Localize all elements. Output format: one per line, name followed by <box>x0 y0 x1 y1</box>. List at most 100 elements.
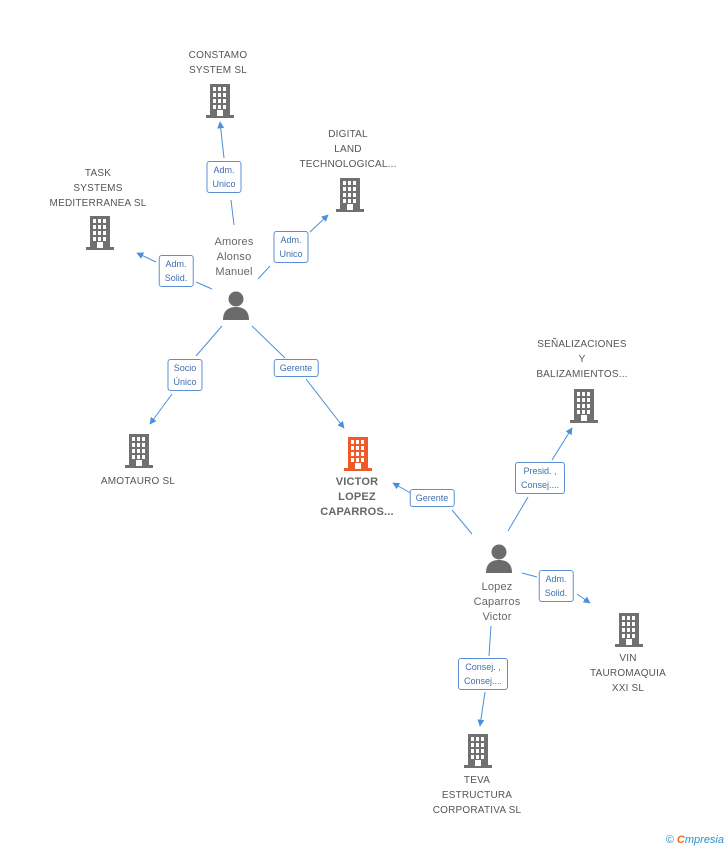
relation-label[interactable]: Presid. , Consej.... <box>514 462 566 494</box>
label-line: TAUROMAQUIA <box>590 668 666 679</box>
company-label-amotauro[interactable]: AMOTAURO SL <box>101 474 175 489</box>
edge-lopez-vin <box>521 572 538 578</box>
person-shape <box>486 544 512 573</box>
label-line: Manuel <box>215 266 253 278</box>
edge-amores-digital-arrow <box>309 214 329 233</box>
relation-line: Adm. <box>545 574 567 584</box>
label-line: ESTRUCTURA <box>441 790 513 801</box>
building-shape <box>206 84 234 118</box>
edge-amores-digital <box>257 265 271 280</box>
label-line: LAND <box>334 144 362 155</box>
label-line: Victor <box>482 611 512 623</box>
label-line: SEÑALIZACIONES <box>537 339 627 350</box>
building-icon[interactable] <box>206 84 234 123</box>
relation-line: Consej.... <box>463 676 503 686</box>
relation-line: Unico <box>212 179 236 189</box>
relation-line: Gerente <box>279 363 313 373</box>
person-icon[interactable] <box>222 291 250 326</box>
company-label-constamo[interactable]: CONSTAMO SYSTEM SL <box>189 48 248 78</box>
label-line: Amores <box>214 236 254 248</box>
label-line: AMOTAURO SL <box>100 476 176 487</box>
person-label-lopez[interactable]: Lopez Caparros Victor <box>474 580 521 625</box>
relation-line: Consej. , <box>465 662 501 672</box>
label-line: BALIZAMIENTOS... <box>536 369 628 380</box>
relation-line: Adm. <box>280 235 302 245</box>
building-icon[interactable] <box>615 613 643 652</box>
label-line: XXI SL <box>611 683 645 694</box>
building-shape <box>336 178 364 212</box>
label-line: DIGITAL <box>328 129 368 140</box>
edge-amores-constamo-arrow <box>217 121 225 159</box>
relation-line: Socio <box>173 363 197 373</box>
edge-lopez-vin-arrow <box>576 593 591 604</box>
person-shape <box>223 291 249 320</box>
edge-amores-task-arrow <box>136 252 157 263</box>
company-label-victor-lopez[interactable]: VICTOR LOPEZ CAPARROS... <box>320 475 394 520</box>
relation-label[interactable]: Adm. Solid. <box>538 570 574 602</box>
relation-line: Presid. , <box>523 466 557 476</box>
edge-lopez-teva-arrow <box>477 691 486 727</box>
building-icon[interactable] <box>570 389 598 428</box>
relation-line: Único <box>173 377 197 387</box>
relation-label[interactable]: Socio Único <box>167 359 203 391</box>
edge-lopez-senalizaciones <box>507 496 529 532</box>
relation-label[interactable]: Adm. Solid. <box>158 255 194 287</box>
label-line: Alonso <box>216 251 252 263</box>
relation-label[interactable]: Consej. , Consej.... <box>457 658 509 690</box>
relation-label[interactable]: Adm. Unico <box>273 231 309 263</box>
relation-line: Unico <box>279 249 303 259</box>
label-line: LOPEZ <box>338 491 376 503</box>
label-line: CORPORATIVA SL <box>432 805 522 816</box>
edge-amores-task <box>195 281 213 290</box>
building-icon[interactable] <box>464 734 492 773</box>
person-label-amores[interactable]: Amores Alonso Manuel <box>214 235 253 280</box>
edge-lopez-victor <box>451 509 473 535</box>
brand-initial: C <box>676 834 685 846</box>
edge-amores-constamo <box>230 199 235 226</box>
label-line: Y <box>578 354 586 365</box>
building-shape <box>570 389 598 423</box>
relation-line: Gerente <box>415 493 449 503</box>
label-line: Caparros <box>473 596 521 608</box>
relation-line: Solid. <box>164 273 188 283</box>
company-label-digital[interactable]: DIGITAL LAND TECHNOLOGICAL... <box>299 127 396 172</box>
building-shape <box>125 434 153 468</box>
edge-amores-amotauro-arrow <box>149 393 173 425</box>
relation-label[interactable]: Gerente <box>409 489 455 507</box>
label-line: Lopez <box>481 581 513 593</box>
company-label-teva[interactable]: TEVA ESTRUCTURA CORPORATIVA SL <box>433 773 522 818</box>
edge-lopez-teva <box>488 625 492 657</box>
company-label-vin[interactable]: VIN TAUROMAQUIA XXI SL <box>590 651 666 696</box>
building-shape <box>464 734 492 768</box>
building-icon[interactable] <box>336 178 364 217</box>
label-line: TASK <box>84 168 112 179</box>
edge-amores-amotauro <box>195 325 223 357</box>
edge-amores-victor-arrow <box>305 378 345 429</box>
label-line: VICTOR <box>335 476 379 488</box>
relation-line: Adm. <box>213 165 235 175</box>
relation-line: Solid. <box>544 588 568 598</box>
building-icon[interactable] <box>125 434 153 473</box>
label-line: SYSTEM SL <box>189 65 247 76</box>
copyright-symbol: © <box>665 834 674 846</box>
relation-label[interactable]: Gerente <box>273 359 319 377</box>
label-line: TEVA <box>463 775 491 786</box>
label-line: CONSTAMO <box>188 50 248 61</box>
person-icon[interactable] <box>485 544 513 579</box>
edge-lopez-senalizaciones-arrow <box>551 427 573 461</box>
building-icon[interactable] <box>344 437 372 476</box>
label-line: SYSTEMS <box>73 183 123 194</box>
company-label-task[interactable]: TASK SYSTEMS MEDITERRANEA SL <box>50 166 147 211</box>
company-label-senalizaciones[interactable]: SEÑALIZACIONES Y BALIZAMIENTOS... <box>536 337 627 382</box>
label-line: MEDITERRANEA SL <box>49 198 147 209</box>
building-icon[interactable] <box>86 216 114 255</box>
edge-amores-victor <box>251 325 286 359</box>
building-shape <box>344 437 372 471</box>
footer-brand[interactable]: ©Cmpresia <box>666 834 724 846</box>
label-line: VIN <box>619 653 637 664</box>
relation-label[interactable]: Adm. Unico <box>206 161 242 193</box>
label-line: TECHNOLOGICAL... <box>299 159 397 170</box>
brand-logo: Cmpresia <box>677 834 724 846</box>
relation-line: Adm. <box>165 259 187 269</box>
brand-text: mpresia <box>684 834 724 846</box>
